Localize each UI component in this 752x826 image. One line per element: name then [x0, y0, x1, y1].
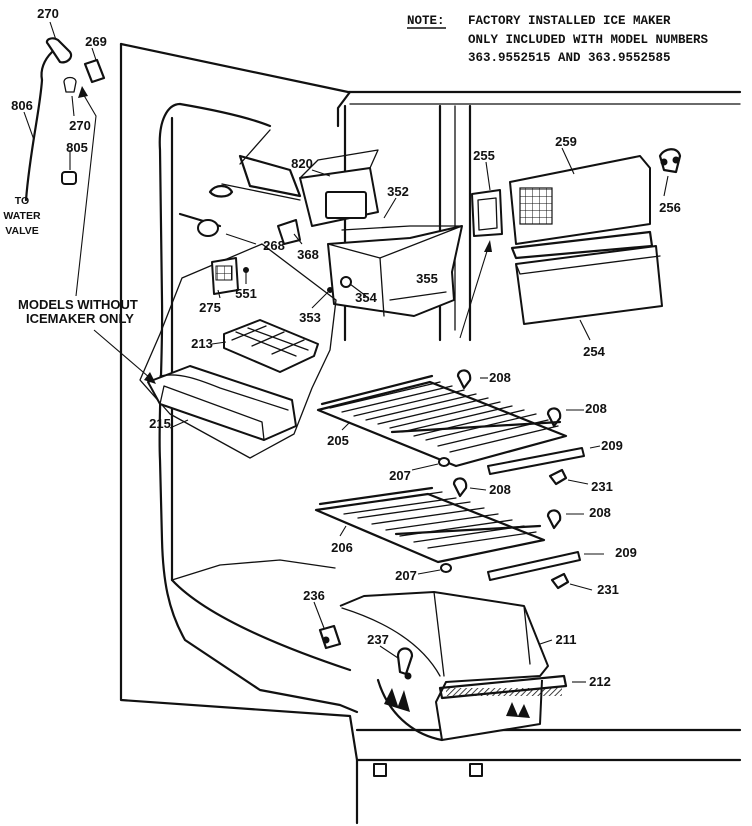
part-268: 268: [263, 238, 285, 253]
part-207-a: 207: [389, 468, 411, 483]
part-231-a: 231: [591, 479, 613, 494]
note-line-3: 363.9552515 AND 363.9552585: [468, 51, 671, 65]
water-label-2: WATER: [3, 210, 41, 222]
part-205: 205: [327, 433, 349, 448]
part-208-a: 208: [489, 370, 511, 385]
group-arrows: [75, 86, 156, 384]
part-270-lower: 270: [69, 118, 91, 133]
freezer-cabinet: [119, 42, 742, 825]
part-820: 820: [291, 156, 313, 171]
part-355: 355: [416, 271, 438, 286]
part-237: 237: [367, 632, 389, 647]
part-368: 368: [297, 247, 319, 262]
part-206: 206: [331, 540, 353, 555]
water-label-1: TO: [15, 195, 29, 207]
part-353: 353: [299, 310, 321, 325]
part-207-b: 207: [395, 568, 417, 583]
ice-maker-assembly: [178, 129, 379, 237]
note-line-1: FACTORY INSTALLED ICE MAKER: [468, 14, 671, 28]
part-215: 215: [149, 416, 171, 431]
part-270-top: 270: [37, 6, 59, 21]
dispenser-parts: [471, 148, 682, 325]
part-208-b: 208: [585, 401, 607, 416]
part-231-b: 231: [597, 582, 619, 597]
part-209-b: 209: [615, 545, 637, 560]
part-806: 806: [11, 98, 33, 113]
water-fittings: [23, 21, 106, 202]
part-354: 354: [355, 290, 377, 305]
bottom-basket: [318, 591, 568, 742]
part-551: 551: [235, 286, 257, 301]
part-352: 352: [387, 184, 409, 199]
part-213: 213: [191, 336, 213, 351]
ice-bucket: [277, 219, 463, 317]
note-prefix: NOTE:: [407, 14, 445, 28]
part-208-d: 208: [589, 505, 611, 520]
part-275: 275: [199, 300, 221, 315]
no-icemaker-inset: [139, 243, 337, 459]
part-259: 259: [555, 134, 577, 149]
part-208-c: 208: [489, 482, 511, 497]
part-805: 805: [66, 140, 88, 155]
part-256: 256: [659, 200, 681, 215]
part-211: 211: [556, 632, 577, 647]
lower-wire-shelf: [314, 486, 581, 590]
part-269: 269: [85, 34, 107, 49]
part-255: 255: [473, 148, 495, 163]
part-212: 212: [589, 674, 611, 689]
part-209-a: 209: [601, 438, 623, 453]
part-254: 254: [583, 344, 605, 359]
factory-note: NOTE: FACTORY INSTALLED ICE MAKER ONLY I…: [407, 14, 709, 65]
note-line-2: ONLY INCLUDED WITH MODEL NUMBERS: [468, 33, 709, 47]
upper-wire-shelf: [316, 369, 585, 498]
water-label-3: VALVE: [5, 225, 38, 237]
part-236: 236: [303, 588, 325, 603]
group-label-line-1: MODELS WITHOUT: [18, 297, 138, 312]
group-label-line-2: ICEMAKER ONLY: [26, 311, 134, 326]
